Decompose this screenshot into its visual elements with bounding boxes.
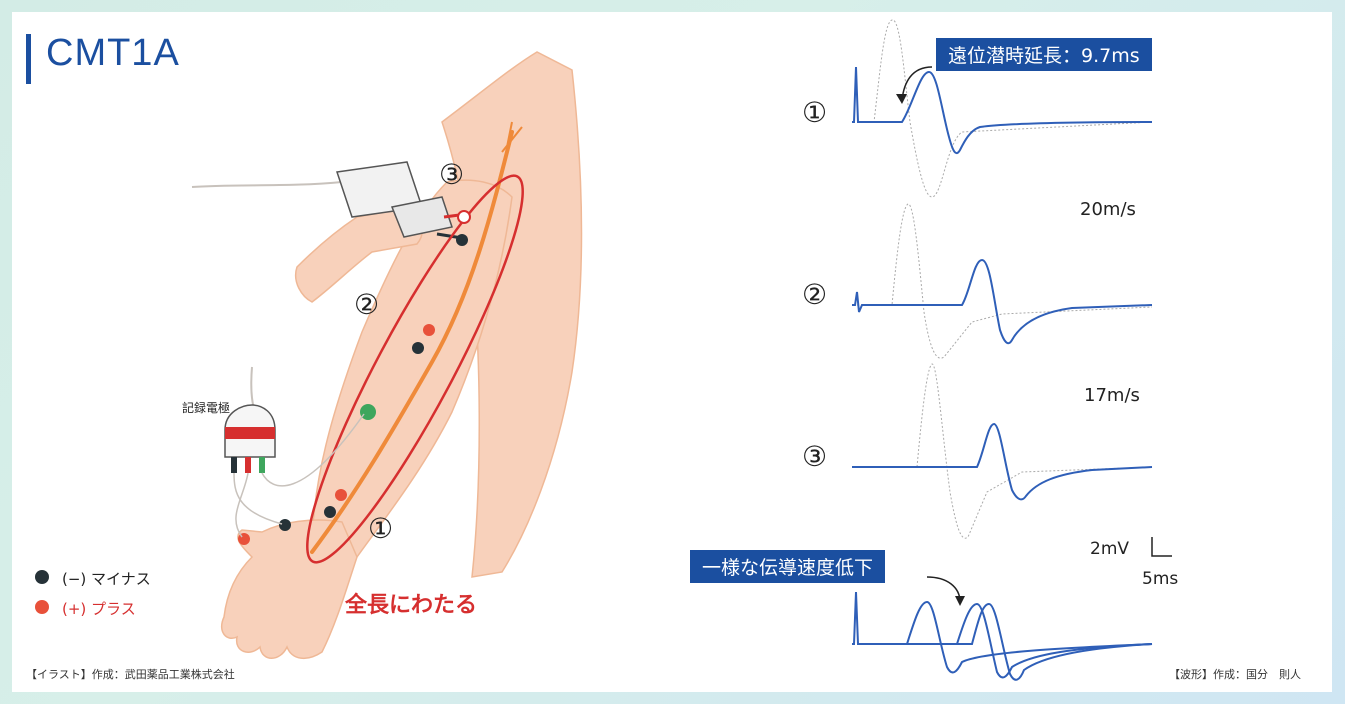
recording-box-band <box>225 427 275 439</box>
slowing-arrow <box>926 576 961 603</box>
site-label-3: ③ <box>439 158 465 191</box>
nerve-branch <box>501 121 523 153</box>
legend-label-plus: (+) プラス <box>62 600 136 618</box>
waveform-plot <box>852 19 1172 681</box>
page-title: CMT1A <box>46 32 180 74</box>
site-label-1: ① <box>368 512 394 545</box>
overlay-trace-b <box>858 602 1153 679</box>
trace-1-waveform <box>852 66 1153 155</box>
waveform-credit: 【波形】作成：国分 則人 <box>1169 668 1301 681</box>
trace-1-reference <box>857 19 1153 198</box>
recording-electrode-label: 記録電極 <box>182 401 231 415</box>
overlay-trace-a <box>852 591 1153 674</box>
stimulator-cable <box>191 181 343 188</box>
legend-item-minus: (−) マイナス <box>62 568 151 589</box>
span-annotation: 全長にわたる <box>345 593 478 618</box>
legend-label-minus: (−) マイナス <box>62 570 151 588</box>
distal-latency-label: 遠位潜時延長：9.7ms <box>936 38 1152 71</box>
wire-plus <box>235 472 249 538</box>
trace-3-reference <box>857 363 1153 539</box>
trace-3-waveform <box>852 422 1153 501</box>
figure-panel: CMT1A <box>12 12 1332 692</box>
title-accent-bar <box>26 34 31 84</box>
uniform-slowing-label: 一様な伝導速度低下 <box>690 550 886 583</box>
slowing-arrowhead <box>955 596 965 606</box>
plug-black <box>231 457 237 473</box>
trace-2-reference <box>857 203 1153 359</box>
hand-shape <box>220 519 358 659</box>
scale-bar <box>1151 537 1172 557</box>
plug-green <box>259 457 265 473</box>
site-label-2: ② <box>354 288 380 321</box>
velocity-label-1: 20m/s <box>1080 199 1136 220</box>
arm-illustration <box>35 51 583 659</box>
stim-electrode-minus-2 <box>412 342 424 354</box>
trace-label-3: ③ <box>802 440 828 473</box>
scale-time-label: 5ms <box>1142 569 1179 589</box>
trace-label-2: ② <box>802 278 828 311</box>
full-length-ellipse <box>306 174 524 564</box>
scale-amplitude-label: 2mV <box>1090 539 1130 559</box>
stim-electrode-minus-3 <box>456 234 468 246</box>
latency-arrowhead <box>896 94 907 104</box>
trace-2-waveform <box>852 258 1153 345</box>
examiner-hand-shape <box>295 206 424 303</box>
illustration-credit: 【イラスト】作成：武田薬品工業株式会社 <box>26 668 235 681</box>
wire-ground <box>261 413 365 487</box>
legend-dot-minus <box>35 570 49 584</box>
recording-electrode-minus <box>279 519 291 531</box>
trace-label-1: ① <box>802 96 828 129</box>
forearm-shape <box>311 179 513 558</box>
wire-minus <box>233 472 283 525</box>
legend-item-plus: (+) プラス <box>62 598 136 619</box>
stim-electrode-plus-3 <box>457 210 471 224</box>
ground-electrode <box>360 404 376 420</box>
overlay-trace-c <box>858 602 1153 681</box>
nerve-line <box>310 130 514 554</box>
stim-electrode-minus-1 <box>324 506 336 518</box>
stimulator-head <box>390 196 453 238</box>
stim-electrode-plus-1 <box>335 489 347 501</box>
legend-dot-plus <box>35 600 49 614</box>
velocity-label-2: 17m/s <box>1084 385 1140 406</box>
stim-electrode-plus-2 <box>423 324 435 336</box>
plug-red <box>245 457 251 473</box>
